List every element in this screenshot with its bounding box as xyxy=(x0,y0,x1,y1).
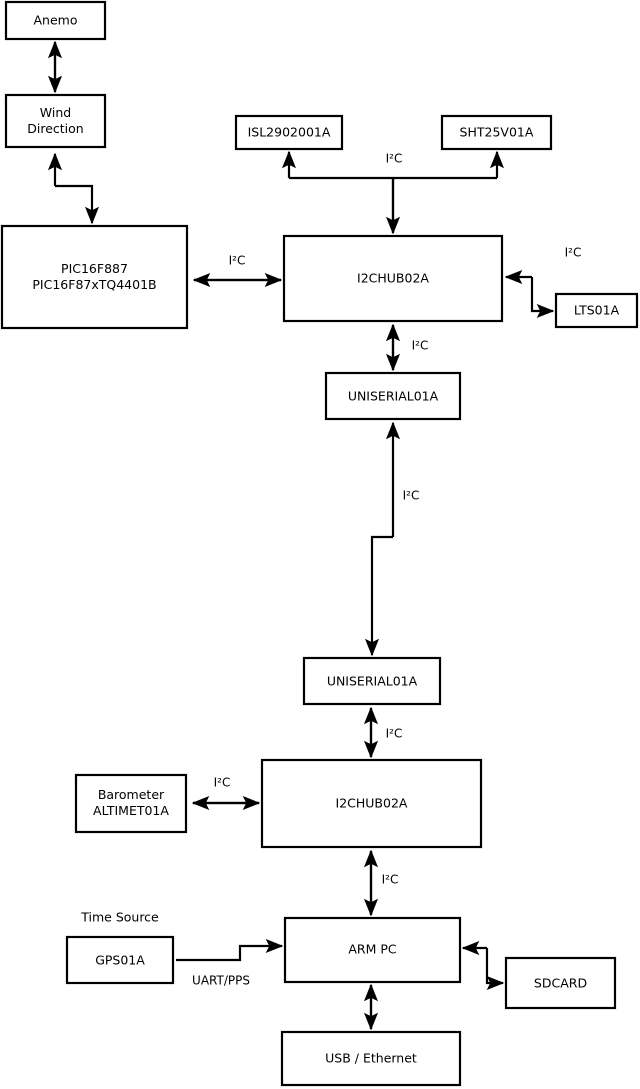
node-label-i2chub02a-top: I2CHUB02A xyxy=(357,271,429,286)
edge-label-hubtop-sensors: I²C xyxy=(386,152,403,166)
node-i2chub02a-bottom[interactable]: I2CHUB02A xyxy=(260,758,483,849)
edge-label-hubtop-lts: I²C xyxy=(565,246,582,260)
node-i2chub02a-top[interactable]: I2CHUB02A xyxy=(282,234,504,323)
connector-barometer-hubbot: I²C xyxy=(191,776,261,811)
edge-label-uniserial-hubbot: I²C xyxy=(386,727,403,741)
node-sdcard[interactable]: SDCARD xyxy=(504,956,617,1010)
connector-hubtop-uniserial: I²C xyxy=(385,323,429,372)
connector-gps-armpc: UART/PPS xyxy=(176,938,284,988)
edge-label-hubbot-armpc: I²C xyxy=(382,873,399,887)
edge-label-pic-hubtop: I²C xyxy=(229,254,246,268)
node-arm-pc[interactable]: ARM PC xyxy=(283,916,462,984)
node-label-sdcard: SDCARD xyxy=(534,976,587,991)
node-isl2902001a[interactable]: ISL2902001A xyxy=(234,114,344,151)
node-uniserial01a-upper[interactable]: UNISERIAL01A xyxy=(324,371,462,421)
node-label-gps01a: GPS01A xyxy=(95,953,145,968)
node-anemo[interactable]: Anemo xyxy=(4,0,107,41)
edge-label-gps-armpc: UART/PPS xyxy=(192,974,250,988)
connector-hubtop-lts: I²C xyxy=(504,246,582,319)
node-label-lts01a: LTS01A xyxy=(574,303,620,318)
node-label-arm-pc: ARM PC xyxy=(348,942,397,957)
label-time-source: Time Source xyxy=(80,910,159,925)
connector-uniserial-hubbot: I²C xyxy=(363,706,403,759)
connector-hubtop-sensors: I²C xyxy=(281,150,505,235)
connector-armpc-sdcard xyxy=(461,940,505,991)
edge-label-barometer-hubbot: I²C xyxy=(214,776,231,790)
node-label-anemo: Anemo xyxy=(34,13,78,28)
connector-wind-pic xyxy=(47,152,100,225)
node-label-uniserial01a-upper: UNISERIAL01A xyxy=(348,389,439,404)
node-uniserial01a-lower[interactable]: UNISERIAL01A xyxy=(302,656,442,706)
node-label-usb-ethernet: USB / Ethernet xyxy=(325,1051,417,1066)
node-lts01a[interactable]: LTS01A xyxy=(554,292,639,329)
node-gps01a[interactable]: GPS01A xyxy=(65,935,175,985)
node-label-i2chub02a-bottom: I2CHUB02A xyxy=(336,796,408,811)
node-usb-ethernet[interactable]: USB / Ethernet xyxy=(280,1030,462,1087)
node-label-sht25v01a: SHT25V01A xyxy=(460,125,534,140)
node-label-uniserial01a-lower: UNISERIAL01A xyxy=(327,674,418,689)
connector-uniserial-link: I²C xyxy=(364,421,420,657)
node-label-isl2902001a: ISL2902001A xyxy=(248,125,331,140)
edge-label-hubtop-uniserial: I²C xyxy=(412,339,429,353)
connector-hubbot-armpc: I²C xyxy=(363,849,399,917)
node-sht25v01a[interactable]: SHT25V01A xyxy=(440,114,553,151)
connector-pic-hubtop: I²C xyxy=(192,254,283,288)
edge-label-uniserial-link: I²C xyxy=(403,489,420,503)
